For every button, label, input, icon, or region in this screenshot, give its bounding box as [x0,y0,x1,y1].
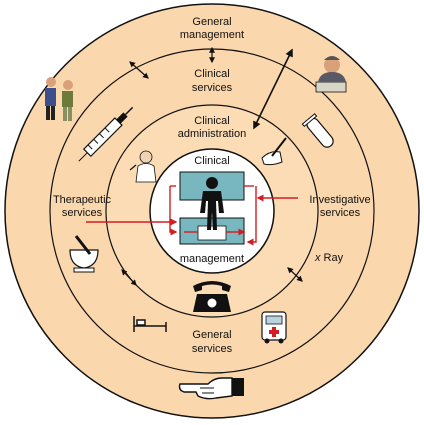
mortar-pestle-icon [69,235,99,273]
general-management-label: General [192,16,231,28]
arrow-lower-left [121,269,137,286]
investigative-services-label-2: services [320,207,361,219]
red-arrows [86,185,298,246]
ambulance-icon [261,311,287,344]
investigative-services-label: Investigative [309,194,370,206]
arrow-upper-left [129,61,149,79]
person-figure-icon [200,177,224,230]
two-people-icon [45,77,73,121]
hospital-bed-icon [133,316,167,332]
general-services-label: General [192,329,231,341]
arrow-lower-right [287,267,303,282]
x-ray-label: x Ray [314,252,344,264]
general-services-label-2: services [192,343,233,355]
white-box [197,225,227,241]
arrow-long-diagonal [253,48,293,130]
clinical-management-top-label: Clinical [194,155,229,167]
clinical-management-bottom-label: management [180,253,244,265]
pointing-hand-icon [178,377,244,400]
clinical-services-label: Clinical [194,68,229,80]
general-management-label-2: management [180,29,244,41]
telephone-icon [193,281,231,312]
clinical-admin-label: Clinical [194,115,229,127]
man-at-desk-icon [315,56,347,93]
therapeutic-services-label: Therapeutic [53,194,112,206]
writing-hand-icon [261,137,287,166]
clinical-admin-label-2: administration [178,128,246,140]
therapeutic-services-label-2: services [62,207,103,219]
doctor-icon [129,150,157,183]
syringe-icon [78,106,134,162]
clinical-services-label-2: services [192,82,233,94]
test-tube-icon [301,113,334,148]
